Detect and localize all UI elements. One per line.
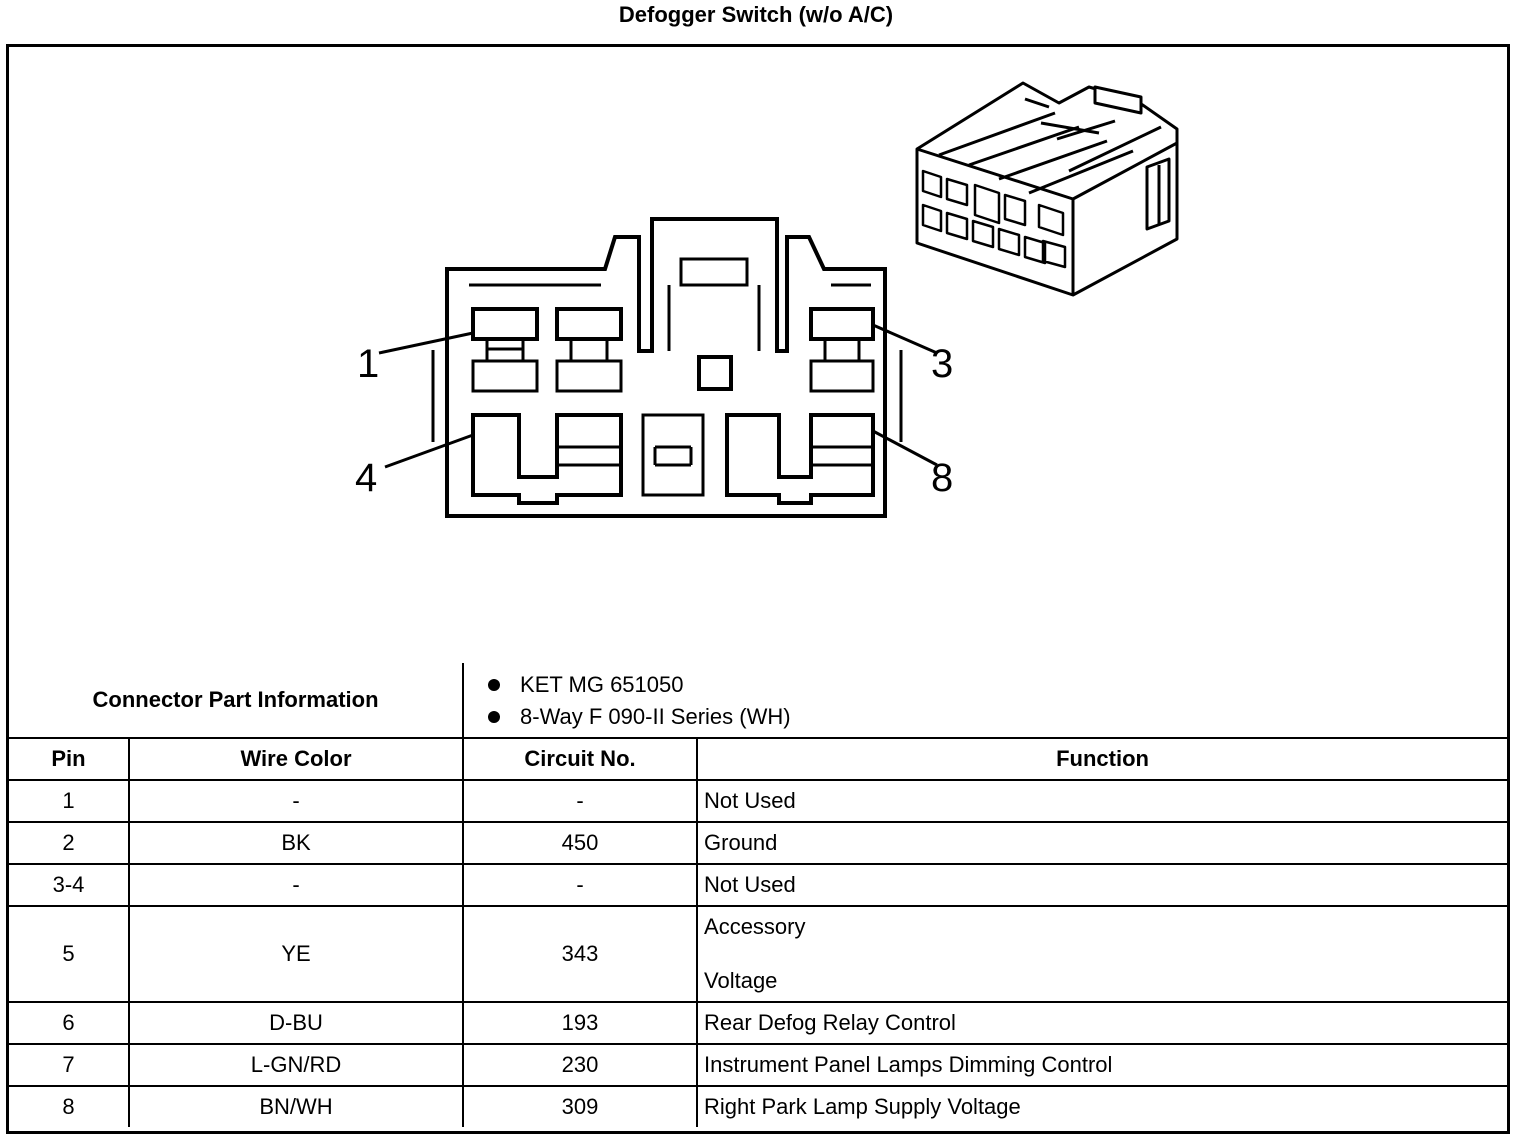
leader-1	[378, 331, 474, 355]
function-cell: Not Used	[696, 863, 1508, 907]
cavity-2	[555, 307, 623, 393]
pin-label-1: 1	[357, 342, 379, 386]
wire-color-cell: D-BU	[127, 1001, 465, 1045]
function-line: Accessory	[704, 914, 806, 939]
function-cell: Ground	[696, 821, 1508, 865]
cavity-3	[809, 307, 875, 393]
header-circuit: Circuit No.	[462, 737, 699, 781]
connector-frame: 1 3 4 8	[6, 44, 1510, 1134]
function-cell: Rear Defog Relay Control	[696, 1001, 1508, 1045]
table-row: 3-4 - - Not Used	[9, 863, 1508, 907]
table-row: 2 BK 450 Ground	[9, 821, 1508, 865]
leader-3	[872, 323, 938, 355]
leader-4	[384, 433, 474, 469]
table-row: 7 L-GN/RD 230 Instrument Panel Lamps Dim…	[9, 1043, 1508, 1087]
pin-label-4: 4	[355, 456, 377, 500]
key-square	[697, 355, 733, 391]
cavity-6	[641, 413, 705, 497]
circuit-cell: -	[462, 779, 699, 823]
connector-isometric	[915, 81, 1179, 297]
circuit-cell: 343	[462, 905, 699, 1003]
connector-info-item: 8-Way F 090-II Series (WH)	[488, 701, 1507, 733]
wire-color-cell: -	[127, 779, 465, 823]
cavity-8	[725, 413, 875, 505]
connector-face	[378, 217, 938, 518]
table-row: 1 - - Not Used	[9, 779, 1508, 823]
connector-info-label: Connector Part Information	[9, 663, 465, 739]
cavity-1	[471, 307, 539, 393]
connector-info-item: KET MG 651050	[488, 669, 1507, 701]
circuit-cell: 450	[462, 821, 699, 865]
circuit-cell: -	[462, 863, 699, 907]
function-cell: Right Park Lamp Supply Voltage	[696, 1085, 1508, 1127]
circuit-cell: 230	[462, 1043, 699, 1087]
table-row: 5 YE 343 Accessory Voltage	[9, 905, 1508, 1003]
pin-label-8: 8	[931, 456, 953, 500]
circuit-cell: 309	[462, 1085, 699, 1127]
header-wire-color: Wire Color	[127, 737, 465, 781]
wire-color-cell: YE	[127, 905, 465, 1003]
page-title: Defogger Switch (w/o A/C)	[618, 2, 894, 27]
pin-cell: 6	[9, 1001, 130, 1045]
connector-info-values: KET MG 651050 8-Way F 090-II Series (WH)	[462, 663, 1508, 739]
function-cell: Accessory Voltage	[696, 905, 1508, 1003]
wire-color-cell: BK	[127, 821, 465, 865]
pin-cell: 8	[9, 1085, 130, 1127]
pin-label-3: 3	[931, 342, 953, 386]
function-line: Voltage	[704, 968, 778, 993]
pin-cell: 2	[9, 821, 130, 865]
connector-info-row: Connector Part Information KET MG 651050…	[9, 663, 1508, 739]
leader-8	[872, 429, 938, 467]
connector-diagram: 1 3 4 8	[9, 47, 1507, 663]
pin-cell: 5	[9, 905, 130, 1003]
pin-cell: 1	[9, 779, 130, 823]
header-function: Function	[696, 737, 1508, 781]
function-cell: Not Used	[696, 779, 1508, 823]
connector-face-svg: 1 3 4 8	[355, 81, 1179, 518]
function-cell: Instrument Panel Lamps Dimming Control	[696, 1043, 1508, 1087]
wire-color-cell: L-GN/RD	[127, 1043, 465, 1087]
wire-color-cell: BN/WH	[127, 1085, 465, 1127]
table-header-row: Pin Wire Color Circuit No. Function	[9, 737, 1508, 781]
header-pin: Pin	[9, 737, 130, 781]
circuit-cell: 193	[462, 1001, 699, 1045]
wire-color-cell: -	[127, 863, 465, 907]
table-row: 6 D-BU 193 Rear Defog Relay Control	[9, 1001, 1508, 1045]
pin-cell: 7	[9, 1043, 130, 1087]
table-row: 8 BN/WH 309 Right Park Lamp Supply Volta…	[9, 1085, 1508, 1127]
cavity-4	[471, 413, 623, 505]
pin-cell: 3-4	[9, 863, 130, 907]
connector-table: Connector Part Information KET MG 651050…	[9, 663, 1508, 1127]
